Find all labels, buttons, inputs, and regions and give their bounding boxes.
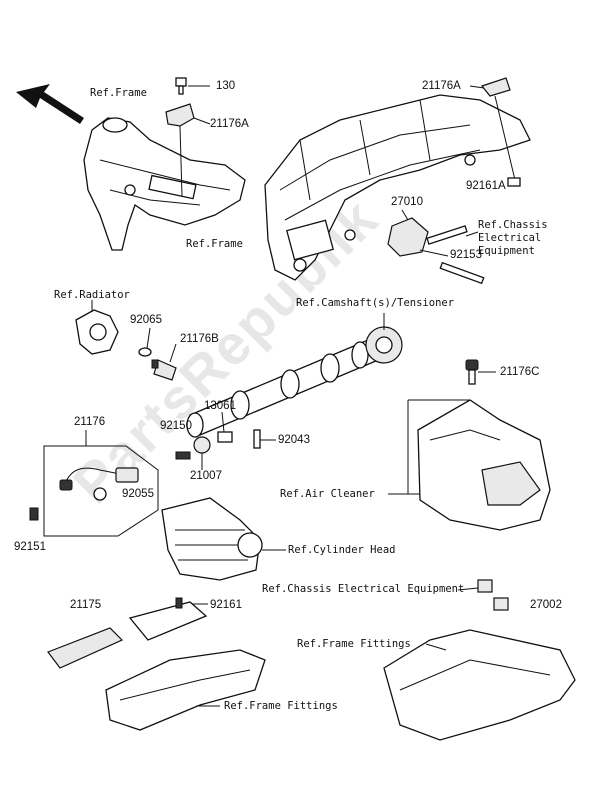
part-92043: 92043 (278, 434, 310, 446)
connector-27002 (477, 579, 509, 611)
part-21176A-left: 21176A (210, 118, 249, 130)
ref-chassis-electrical-lower: Ref.Chassis Electrical Equipment (262, 583, 465, 595)
pickup-13061 (217, 431, 233, 443)
cylinder-head (161, 497, 263, 581)
battery-box-frame-fittings (383, 629, 576, 741)
ref-frame-fittings-bottom: Ref.Frame Fittings (224, 700, 338, 712)
ref-air-cleaner: Ref.Air Cleaner (280, 488, 375, 500)
part-21007: 21007 (190, 470, 222, 482)
sensor-21176-group (43, 445, 159, 537)
bolt-92151 (29, 507, 39, 521)
sensor-21176B (151, 359, 177, 381)
part-21176A-top: 21176A (422, 80, 461, 92)
frame-left-drawing (83, 117, 246, 251)
ref-cylinder-head: Ref.Cylinder Head (288, 544, 396, 556)
sensor-21176C (465, 359, 479, 385)
part-92161A: 92161A (466, 180, 506, 192)
radiator-housing (75, 309, 119, 355)
sensor-21176A-left (165, 103, 195, 197)
bolt-130 (175, 77, 187, 95)
bolt-92161A (507, 177, 521, 187)
part-21176C: 21176C (500, 366, 540, 378)
part-13061: 13061 (204, 400, 236, 412)
camshaft (186, 326, 403, 438)
ref-frame-mid: Ref.Frame (186, 238, 243, 250)
part-92153: 92153 (450, 249, 482, 261)
ref-radiator: Ref.Radiator (54, 289, 130, 301)
bolt-92150 (175, 451, 191, 460)
tray-frame-fittings (105, 649, 266, 731)
cover-21175 (47, 627, 124, 669)
part-27002: 27002 (530, 599, 562, 611)
relay-27010 (387, 217, 429, 257)
part-21176B: 21176B (180, 333, 219, 345)
part-130: 130 (216, 80, 236, 92)
frame-main-drawing (264, 94, 531, 281)
module-92161 (128, 597, 208, 641)
part-92161: 92161 (210, 599, 242, 611)
pin-92043 (253, 429, 261, 449)
ref-camshaft: Ref.Camshaft(s)/Tensioner (296, 297, 455, 309)
part-21175: 21175 (70, 599, 102, 611)
ref-frame-fittings-right: Ref.Frame Fittings (297, 638, 411, 650)
ref-chassis-electrical: Ref.Chassis Electrical Equipment (478, 219, 548, 257)
part-27010: 27010 (391, 196, 423, 208)
washer-92065 (138, 347, 152, 357)
part-21176: 21176 (74, 416, 106, 428)
sensor-21007 (193, 436, 211, 454)
part-92055: 92055 (122, 488, 154, 500)
part-92151: 92151 (14, 541, 46, 553)
sensor-21176A-right (480, 77, 516, 181)
part-92150: 92150 (160, 420, 192, 432)
pin-92153 (426, 225, 485, 285)
air-cleaner (417, 399, 551, 531)
ref-frame-top: Ref.Frame (90, 87, 147, 99)
part-92065: 92065 (130, 314, 162, 326)
front-arrow-icon (16, 84, 84, 124)
